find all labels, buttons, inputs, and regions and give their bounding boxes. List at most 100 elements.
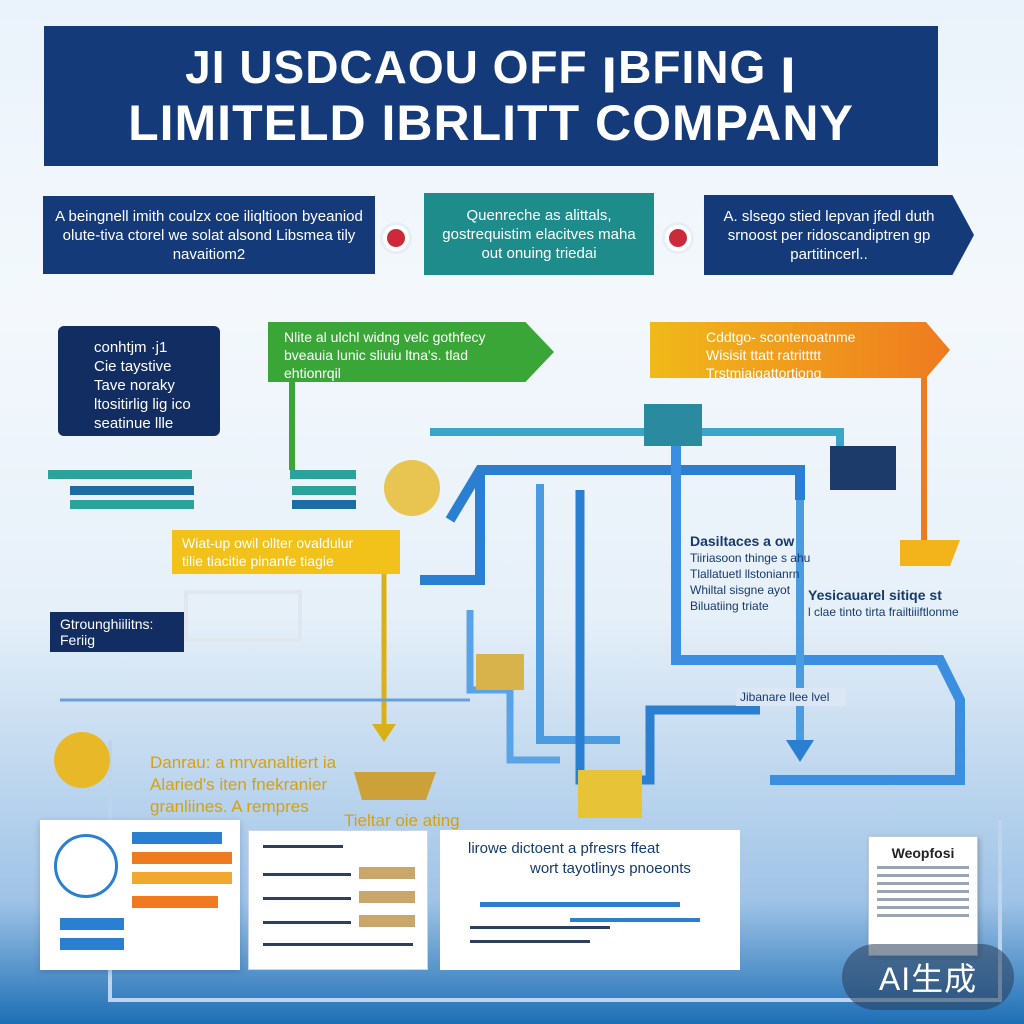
document-title: Weopfosi xyxy=(891,845,955,861)
green-arrow-label: Nlite al ulchl widng velc gothfecy bveau… xyxy=(268,322,554,382)
note-line-5: seatinue llle xyxy=(94,415,174,432)
blue-pipe-mid xyxy=(575,490,760,785)
ai-generated-badge: AI生成 xyxy=(842,944,1014,1010)
note-line-4: ltositirlig lig ico xyxy=(94,396,191,413)
blue-pipe-loop xyxy=(445,465,805,523)
yellow-line-1: Wiat-up owil ollter ovaldulur xyxy=(182,535,354,551)
blue-pipe-top xyxy=(430,428,844,470)
panel-bar-a xyxy=(359,867,415,879)
far-right-line-2: l clae tinto tirta frailtiiiftlonme xyxy=(808,605,959,619)
note-line-3: Tave noraky xyxy=(94,377,175,394)
crate-small-icon xyxy=(476,654,524,690)
gold-text-block: Danrau: a mrvanaltiert ia Alaried's iten… xyxy=(150,752,370,818)
panel-bar-b xyxy=(359,891,415,903)
dark-label-line-1: Gtrounghiilitns: xyxy=(60,616,154,632)
title-banner: JI USDCAOU OFF ꞁBFING ꞁ LIMITELD IBRLITT… xyxy=(44,26,938,166)
far-right-title: Yesicauarel sitiqe st xyxy=(808,587,942,603)
panel-right-bar xyxy=(480,902,680,907)
food-bowl-icon xyxy=(384,460,440,516)
doc-line xyxy=(877,874,969,877)
panel-right-line-2: wort tayotlinys pnoeonts xyxy=(530,860,691,877)
bar-4 xyxy=(290,470,356,479)
doc-line xyxy=(877,882,969,885)
title-line-2: LIMITELD IBRLITT COMPANY xyxy=(128,95,854,151)
panel-bar-c xyxy=(359,915,415,927)
red-marker-icon xyxy=(669,229,687,247)
orange-line-1: Cddtgo- scontenoatnme xyxy=(706,329,856,345)
bar-3 xyxy=(70,500,194,509)
dark-label-line-2: Feriig xyxy=(60,632,96,648)
blue-pipe-down xyxy=(536,484,620,744)
doc-line xyxy=(877,906,969,909)
note-line-1: conhtjm ·j1 xyxy=(94,339,168,356)
panel-line xyxy=(470,926,610,929)
blue-arrowhead xyxy=(786,740,814,762)
report-panel-right: lirowe dictoent a pfresrs ffeat wort tay… xyxy=(440,830,740,970)
bar-1 xyxy=(48,470,192,479)
panel-right-line-1: lirowe dictoent a pfresrs ffeat xyxy=(468,840,660,857)
machine-icon xyxy=(830,446,896,490)
cart-icon xyxy=(354,772,436,800)
panel-bar-6 xyxy=(60,938,124,950)
report-panel-left xyxy=(40,820,240,970)
orange-line-2: Wisisit ttatt ratrittttt xyxy=(706,347,822,363)
red-marker-icon xyxy=(387,229,405,247)
globe-icon xyxy=(54,834,118,898)
panel-line xyxy=(470,940,590,943)
info-box-3: A. slsego stied lepvan jfedl duth srnoos… xyxy=(704,195,974,275)
gold-line-1: Danrau: a mrvanaltiert ia xyxy=(150,753,337,772)
mid-right-text-block: Dasiltaces a ow Tiiriasoon thinge s ahu … xyxy=(690,532,820,614)
panel-line xyxy=(263,873,351,876)
gold-line-2: Alaried's iten fnekranier xyxy=(150,775,328,794)
orange-arrow-label: Cddtgo- scontenoatnme Wisisit ttatt ratr… xyxy=(650,322,950,378)
panel-bar-3 xyxy=(132,872,232,884)
yellow-arrowhead xyxy=(372,724,396,742)
panel-bar-2 xyxy=(132,852,232,864)
note-card-dark: conhtjm ·j1 Cie taystive Tave noraky lto… xyxy=(58,326,220,436)
red-marker-2 xyxy=(662,222,694,254)
dark-label-box: Gtrounghiilitns: Feriig xyxy=(50,612,184,652)
yellow-line-2: tilie tiacitie pinanfe tiagie xyxy=(182,553,334,569)
medal-icon xyxy=(54,732,110,788)
panel-line xyxy=(263,943,413,946)
blue-pipe-main xyxy=(420,470,485,585)
crate-icon xyxy=(578,770,642,818)
info-box-2: Quenreche as alittals, gostrequistim ela… xyxy=(424,193,654,275)
green-line-2: bveauia lunic sliuiu ltna's. tlad ehtion… xyxy=(284,347,469,381)
blue-pipe-right xyxy=(671,446,965,785)
document-card: Weopfosi xyxy=(868,836,978,956)
mid-right-title: Dasiltaces a ow xyxy=(690,533,795,549)
bar-2 xyxy=(70,486,194,495)
red-marker-1 xyxy=(380,222,412,254)
green-line-1: Nlite al ulchl widng velc gothfecy xyxy=(284,329,486,345)
doc-line xyxy=(877,866,969,869)
orange-line-3: Trstmiaigattortiong xyxy=(706,365,822,381)
panel-line xyxy=(263,845,343,848)
tab-label: Tieltar oie ating xyxy=(344,811,460,830)
station-icon xyxy=(644,404,702,446)
panel-line xyxy=(263,921,351,924)
connector-label: Jibanare llee lvel xyxy=(736,688,846,706)
mid-right-line-3: Whiltal sisgne ayot xyxy=(690,583,791,597)
mid-right-line-4: Biluatiing triate xyxy=(690,599,769,613)
bar-5 xyxy=(292,486,356,495)
orange-arrowhead xyxy=(900,540,960,566)
gold-line-3: granliines. A rempres xyxy=(150,797,309,816)
yellow-label-box: Wiat-up owil ollter ovaldulur tilie tiac… xyxy=(172,530,400,574)
panel-bar-4 xyxy=(132,896,218,908)
mid-right-line-2: Tlallatuetl llstonianrn xyxy=(690,567,800,581)
doc-line xyxy=(877,914,969,917)
doc-line xyxy=(877,890,969,893)
panel-bar-1 xyxy=(132,832,222,844)
note-line-2: Cie taystive xyxy=(94,358,172,375)
fence-icon xyxy=(184,590,302,642)
title-line-1: JI USDCAOU OFF ꞁBFING ꞁ xyxy=(185,41,797,93)
doc-line xyxy=(877,898,969,901)
panel-line xyxy=(263,897,351,900)
mid-right-line-1: Tiiriasoon thinge s ahu xyxy=(690,551,811,565)
info-box-1: A beingnell imith coulzx coe iliqltioon … xyxy=(43,196,375,274)
bar-6 xyxy=(292,500,356,509)
report-panel-mid xyxy=(248,830,428,970)
panel-right-bar-2 xyxy=(570,918,700,922)
panel-bar-5 xyxy=(60,918,124,930)
